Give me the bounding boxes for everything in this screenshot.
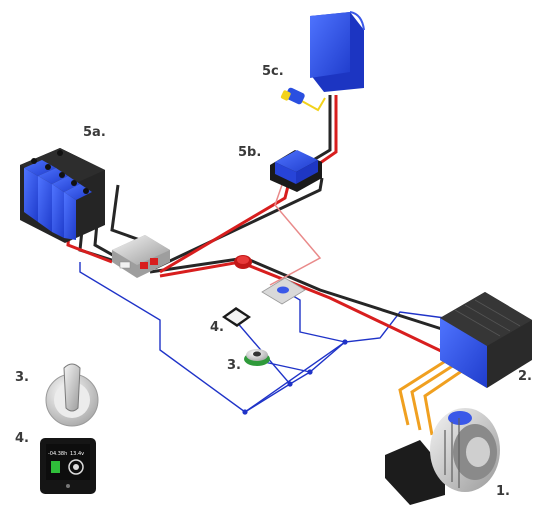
alternator [385, 408, 500, 505]
display-reading-left: -04.38h [48, 451, 67, 457]
remote-switch [244, 349, 270, 366]
display-reading-right: 13.4v [70, 451, 84, 457]
signal-junctions [242, 339, 348, 415]
battery-bank [20, 148, 105, 243]
inline-fuse [234, 255, 252, 269]
label-alternator: 1. [496, 484, 510, 499]
label-switch-small: 3. [227, 358, 241, 373]
shore-plug [280, 87, 305, 105]
shore-charger [310, 11, 365, 92]
battery-monitor-display [222, 307, 251, 327]
charger-unit [440, 292, 532, 388]
pink-sense-wire [269, 181, 322, 286]
label-charger: 2. [518, 369, 532, 384]
temperature-sensor-plate [261, 277, 306, 305]
distribution-box [270, 150, 322, 192]
label-shore-charger: 5c. [262, 64, 284, 79]
positive-cables [66, 95, 486, 374]
label-switch-large: 3. [15, 370, 29, 385]
label-display-large: 4. [15, 431, 29, 446]
label-display-small: 4. [210, 320, 224, 335]
display-panel: -04.38h 13.4v [40, 438, 96, 494]
label-battery-bank: 5a. [83, 125, 106, 140]
shore-wire [299, 97, 326, 112]
label-distribution: 5b. [238, 145, 261, 160]
battery-switch-knob [45, 363, 99, 427]
battery-switch-block [112, 235, 170, 278]
field-wires [398, 353, 476, 436]
